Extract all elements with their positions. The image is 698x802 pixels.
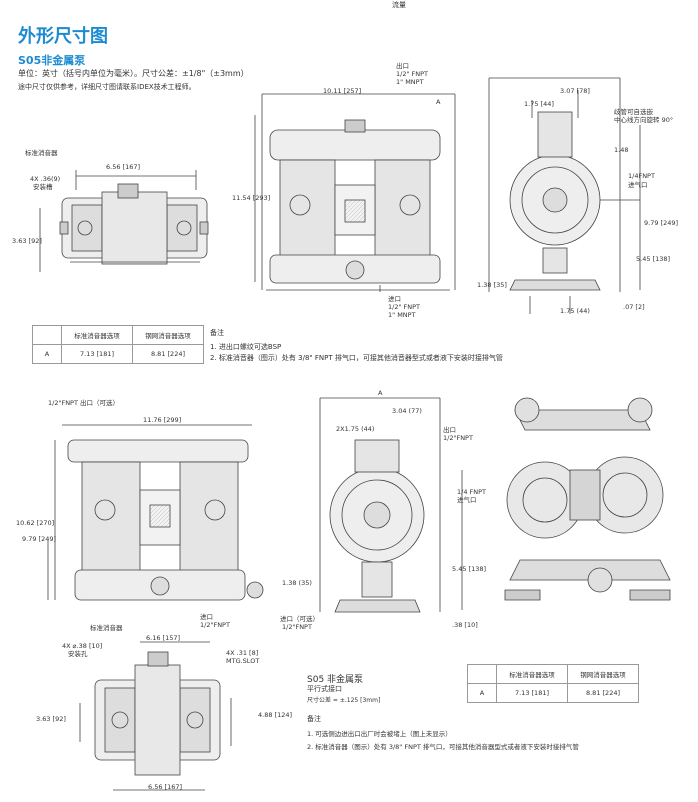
bottom-view-dim-488: 4.88 [124] — [258, 711, 293, 719]
table-cell: 8.81 [224] — [132, 344, 204, 364]
bottom-side-view-drawing — [319, 397, 463, 613]
bottom-mount-hole-dim: 4X ⌀.38 [10] — [62, 642, 103, 650]
top-inlet-label-1: 进口 — [388, 295, 401, 303]
bottom-slot-label-2: MTG.SLOT — [226, 657, 260, 665]
bottom-notes-title: 备注 — [307, 715, 321, 723]
table-row: A 7.13 [181] 8.81 [224] — [467, 683, 639, 703]
top-side-view-drawing — [488, 77, 641, 314]
table-header-cell — [32, 325, 62, 345]
top-side-height-dim: 9.79 [249] — [644, 219, 679, 227]
bottom-side-dim-2x: 2X1.75 (44) — [336, 425, 375, 433]
top-side-dim-138: 1.38 [35] — [477, 281, 507, 289]
bottom-side-dim-545: 5.45 [138] — [452, 565, 487, 573]
page-subtitle: S05非金属泵 — [18, 54, 86, 67]
bottom-front-h2-dim: 9.79 [249] — [22, 535, 57, 543]
bottom-inlet-label-1: 进口 — [200, 613, 213, 621]
top-options-table: 标准消音器选项 钢网消音器选项 A 7.13 [181] 8.81 [224] — [32, 325, 204, 364]
table-header-cell — [467, 664, 497, 684]
top-outlet-label-3: 1" MNPT — [396, 78, 424, 86]
top-inlet-label-3: 1" MNPT — [388, 311, 416, 319]
bottom-side-dim-304: 3.04 (77) — [392, 407, 422, 415]
top-muffler-label: 标准消音器 — [25, 149, 58, 157]
top-mount-hole-dim: 4X .36(9) — [30, 175, 61, 183]
bottom-muffler-label: 标准消音器 — [90, 624, 123, 632]
top-front-a-dim: A — [436, 98, 441, 106]
top-mount-hole-label: 安装槽 — [33, 183, 53, 191]
bottom-slot-label-1: 4X .31 [8] — [226, 649, 259, 657]
pump-3d-illustration — [504, 397, 671, 601]
top-side-air-inlet-2: 进气口 — [628, 181, 648, 189]
bottom-bottom-view-drawing — [79, 641, 232, 791]
top-side-air-inlet-1: 1/4FNPT — [628, 172, 655, 180]
bottom-caption-subtitle: 平行式接口 — [307, 685, 342, 693]
bottom-front-view-drawing — [47, 424, 264, 601]
top-note-1: 1. 进出口螺纹可选BSP — [210, 343, 282, 351]
top-side-dim-07: .07 [2] — [623, 303, 645, 311]
table-header-cell: 标准消音器选项 — [61, 325, 133, 345]
top-side-rotate-note-1: 歧管可自选嵌 — [614, 108, 653, 116]
table-cell: 7.13 [181] — [61, 344, 133, 364]
bottom-view-dim-656: 6.56 [167] — [148, 783, 183, 791]
top-side-dim-148: 1.48 — [614, 146, 629, 154]
bottom-front-dim-138: 1.38 (35) — [282, 579, 312, 587]
top-left-width-dim: 6.56 [167] — [106, 163, 141, 171]
table-cell: 7.13 [181] — [496, 683, 568, 703]
page-title: 外形尺寸图 — [18, 26, 108, 47]
top-outlet-label-2: 1/2" FNPT — [396, 70, 429, 78]
top-left-view-drawing — [39, 170, 209, 272]
top-side-dim-left: 1.75 [44] — [524, 100, 554, 108]
bottom-side-outlet-2: 1/2"FNPT — [443, 434, 473, 442]
bottom-inlet-opt-2: 1/2"FNPT — [282, 623, 312, 631]
top-outlet-label-1: 出口 — [396, 62, 409, 70]
top-notes-title: 备注 — [210, 329, 224, 337]
page-category: 流量 — [392, 1, 406, 9]
table-cell: A — [467, 683, 497, 703]
bottom-side-a-dim: A — [378, 389, 383, 397]
bottom-view-dim-363: 3.63 [92] — [36, 715, 66, 723]
table-header-row: 标准消音器选项 钢网消音器选项 — [467, 664, 639, 684]
top-front-width-dim: 10.11 [257] — [323, 87, 362, 95]
top-side-rotate-note-2: 中心线方向旋转 90° — [614, 116, 674, 124]
bottom-view-dim-616: 6.16 [157] — [146, 634, 181, 642]
table-header-cell: 钢网消音器选项 — [567, 664, 639, 684]
units-note: 单位：英寸（括号内单位为毫米）。尺寸公差：±1/8"（±3mm） — [18, 69, 249, 78]
bottom-note-2: 2. 标准消音器（图示）处有 3/8" FNPT 排气口，可接其他消音器型式或者… — [307, 743, 579, 751]
bottom-side-dim-38: .38 [10] — [452, 621, 478, 629]
bottom-side-outlet-1: 出口 — [443, 426, 456, 434]
bottom-options-table: 标准消音器选项 钢网消音器选项 A 7.13 [181] 8.81 [224] — [467, 664, 639, 703]
table-header-row: 标准消音器选项 钢网消音器选项 — [32, 325, 204, 345]
bottom-caption-title: S05 非金属泵 — [307, 675, 364, 685]
table-cell: A — [32, 344, 62, 364]
bottom-front-width-dim: 11.76 [299] — [143, 416, 182, 424]
bottom-outlet-opt: 1/2"FNPT 出口（可选） — [48, 399, 120, 407]
top-side-dim-545: 5.45 [138] — [636, 255, 671, 263]
top-front-height-dim: 11.54 [293] — [232, 194, 271, 202]
bottom-inlet-opt-1: 进口（可选） — [280, 615, 319, 623]
top-side-dim-175: 1.75 (44) — [560, 307, 590, 315]
table-header-cell: 标准消音器选项 — [496, 664, 568, 684]
table-cell: 8.81 [224] — [567, 683, 639, 703]
top-note-2: 2. 标准消音器（图示）处有 3/8" FNPT 排气口，可接其他消音器型式或者… — [210, 354, 503, 362]
bottom-inlet-label-2: 1/2"FNPT — [200, 621, 230, 629]
top-front-view-drawing — [254, 93, 456, 292]
table-header-cell: 钢网消音器选项 — [132, 325, 204, 345]
bottom-note-1: 1. 可选侧边进出口出厂时会被堵上（图上未显示） — [307, 730, 452, 738]
table-row: A 7.13 [181] 8.81 [224] — [32, 344, 204, 364]
top-inlet-label-2: 1/2" FNPT — [388, 303, 421, 311]
bottom-caption-tolerance: 尺寸公差 = ±.125 [3mm] — [307, 697, 381, 704]
bottom-mount-hole-label: 安装孔 — [68, 650, 88, 658]
bottom-front-h1-dim: 10.62 [270] — [16, 519, 55, 527]
top-left-height-dim: 3.63 [92] — [12, 237, 42, 245]
bottom-side-air-inlet-2: 进气口 — [457, 496, 477, 504]
top-side-dim-top: 3.07 [78] — [560, 87, 590, 95]
disclaimer: 途中尺寸仅供参考，详细尺寸图请联系IDEX技术工程师。 — [18, 83, 196, 91]
bottom-side-air-inlet-1: 1/4 FNPT — [457, 488, 487, 496]
